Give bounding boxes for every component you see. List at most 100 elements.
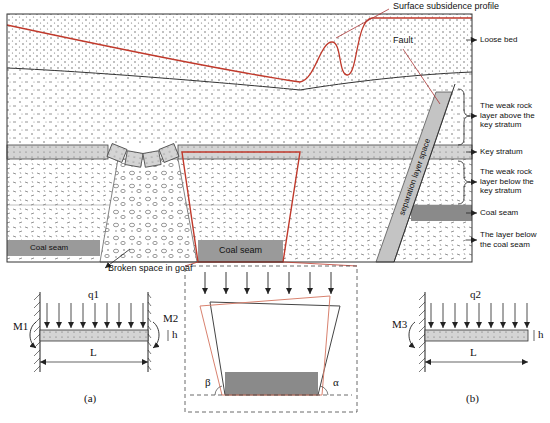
- zoom-detail: [185, 262, 357, 412]
- goaf-broken-space: [100, 159, 197, 262]
- wall-hatch: [34, 294, 40, 300]
- load-arrow: [107, 303, 108, 328]
- beam: [40, 330, 148, 341]
- layer-label: The weak rock layer above the key stratu…: [480, 101, 546, 130]
- wall-hatch: [34, 318, 40, 324]
- wall-hatch: [419, 358, 425, 364]
- load-arrow: [479, 303, 480, 328]
- load-arrow: [467, 303, 468, 328]
- load-arrow: [95, 303, 96, 328]
- load-arrow: [205, 272, 206, 294]
- load-arrow: [515, 303, 516, 328]
- wall-hatch: [34, 350, 40, 356]
- broken-block: [143, 151, 161, 168]
- leader-label: Surface subsidence profile: [392, 1, 500, 12]
- leaders: [336, 9, 440, 104]
- wall-hatch: [148, 350, 151, 354]
- strata: [7, 14, 472, 262]
- wall-hatch: [34, 326, 40, 332]
- section-frame: [7, 14, 472, 262]
- leader-line: [403, 49, 440, 104]
- wall-hatch: [148, 342, 151, 346]
- wall-hatch: [34, 334, 40, 340]
- leader-label: Fault: [392, 35, 414, 46]
- wall-hatch: [148, 358, 151, 362]
- wall-hatch: [419, 366, 425, 372]
- seam-label: Coal seam: [30, 243, 68, 253]
- seam-label: Coal seam: [219, 245, 262, 256]
- wall-hatch: [419, 294, 425, 300]
- bracket: [458, 161, 470, 204]
- load-symbol: q1: [88, 288, 99, 301]
- layer-label: The weak rock layer below the key stratu…: [480, 167, 546, 196]
- load-arrow: [527, 303, 528, 328]
- separation-band: [376, 92, 452, 262]
- wall-hatch: [34, 310, 40, 316]
- wall-hatch: [419, 326, 425, 332]
- broken-block: [125, 151, 143, 168]
- block-outline: [182, 152, 300, 262]
- load-arrow: [226, 272, 227, 294]
- wall-hatch: [148, 310, 151, 314]
- layer-label: Loose bed: [480, 35, 517, 45]
- dimension-symbol: h: [172, 328, 178, 341]
- wall-hatch: [419, 318, 425, 324]
- load-arrow: [443, 303, 444, 328]
- panel-label: (b): [466, 392, 479, 405]
- beam-a: [30, 292, 168, 372]
- wall-hatch: [34, 366, 40, 372]
- load-arrow: [491, 303, 492, 328]
- block-tilted: [200, 296, 330, 395]
- weak-rock-above: [7, 68, 472, 145]
- zoom-connector: [283, 262, 357, 266]
- wall-hatch: [148, 302, 151, 306]
- block-original: [210, 302, 340, 395]
- load-arrow: [331, 272, 332, 294]
- subsidence-profile: [7, 18, 472, 82]
- moment-arrow: [30, 322, 36, 348]
- load-arrow: [47, 303, 48, 328]
- load-arrow: [247, 272, 248, 294]
- beam-b: [409, 292, 534, 372]
- leader-line: [336, 9, 389, 38]
- dimension-line: [168, 330, 169, 341]
- pointer-arrow: [470, 116, 477, 117]
- coal-seam-left: [7, 240, 100, 256]
- broken-block: [107, 144, 127, 163]
- dimension-symbol: h: [538, 328, 544, 341]
- key-stratum: [7, 145, 108, 159]
- load-arrow: [83, 303, 84, 328]
- wall-hatch: [34, 342, 40, 348]
- angle-symbol: β: [205, 376, 211, 389]
- wall-hatch: [148, 334, 151, 338]
- wall-hatch: [419, 342, 425, 348]
- goaf-label: Broken space in goaf: [108, 263, 193, 274]
- broken-block: [159, 144, 179, 163]
- repeated-strokes: [34, 272, 527, 372]
- wall-hatch: [419, 350, 425, 356]
- layer-label: Coal seam: [480, 208, 518, 218]
- load-arrow: [455, 303, 456, 328]
- load-arrow: [289, 272, 290, 294]
- load-arrow: [71, 303, 72, 328]
- beam: [425, 330, 528, 341]
- wall-hatch: [419, 302, 425, 308]
- wall-hatch: [148, 318, 151, 322]
- dimension-line: [425, 362, 528, 363]
- pointer-arrow: [470, 182, 477, 183]
- dimension-line: [40, 362, 148, 363]
- wall-hatch: [419, 334, 425, 340]
- band-label: separation layer space: [397, 137, 432, 216]
- load-arrow: [131, 303, 132, 328]
- moment-symbol: M2: [163, 312, 178, 325]
- dimension-line: [534, 330, 535, 341]
- wall-hatch: [419, 310, 425, 316]
- dimension-symbol: L: [90, 346, 97, 359]
- wall-hatch: [148, 294, 151, 298]
- pointer-arrow: [466, 40, 477, 41]
- coal-seam-right: [411, 205, 472, 221]
- zoom-frame: [185, 266, 357, 412]
- load-arrow: [59, 303, 60, 328]
- moment-symbol: M1: [13, 320, 28, 333]
